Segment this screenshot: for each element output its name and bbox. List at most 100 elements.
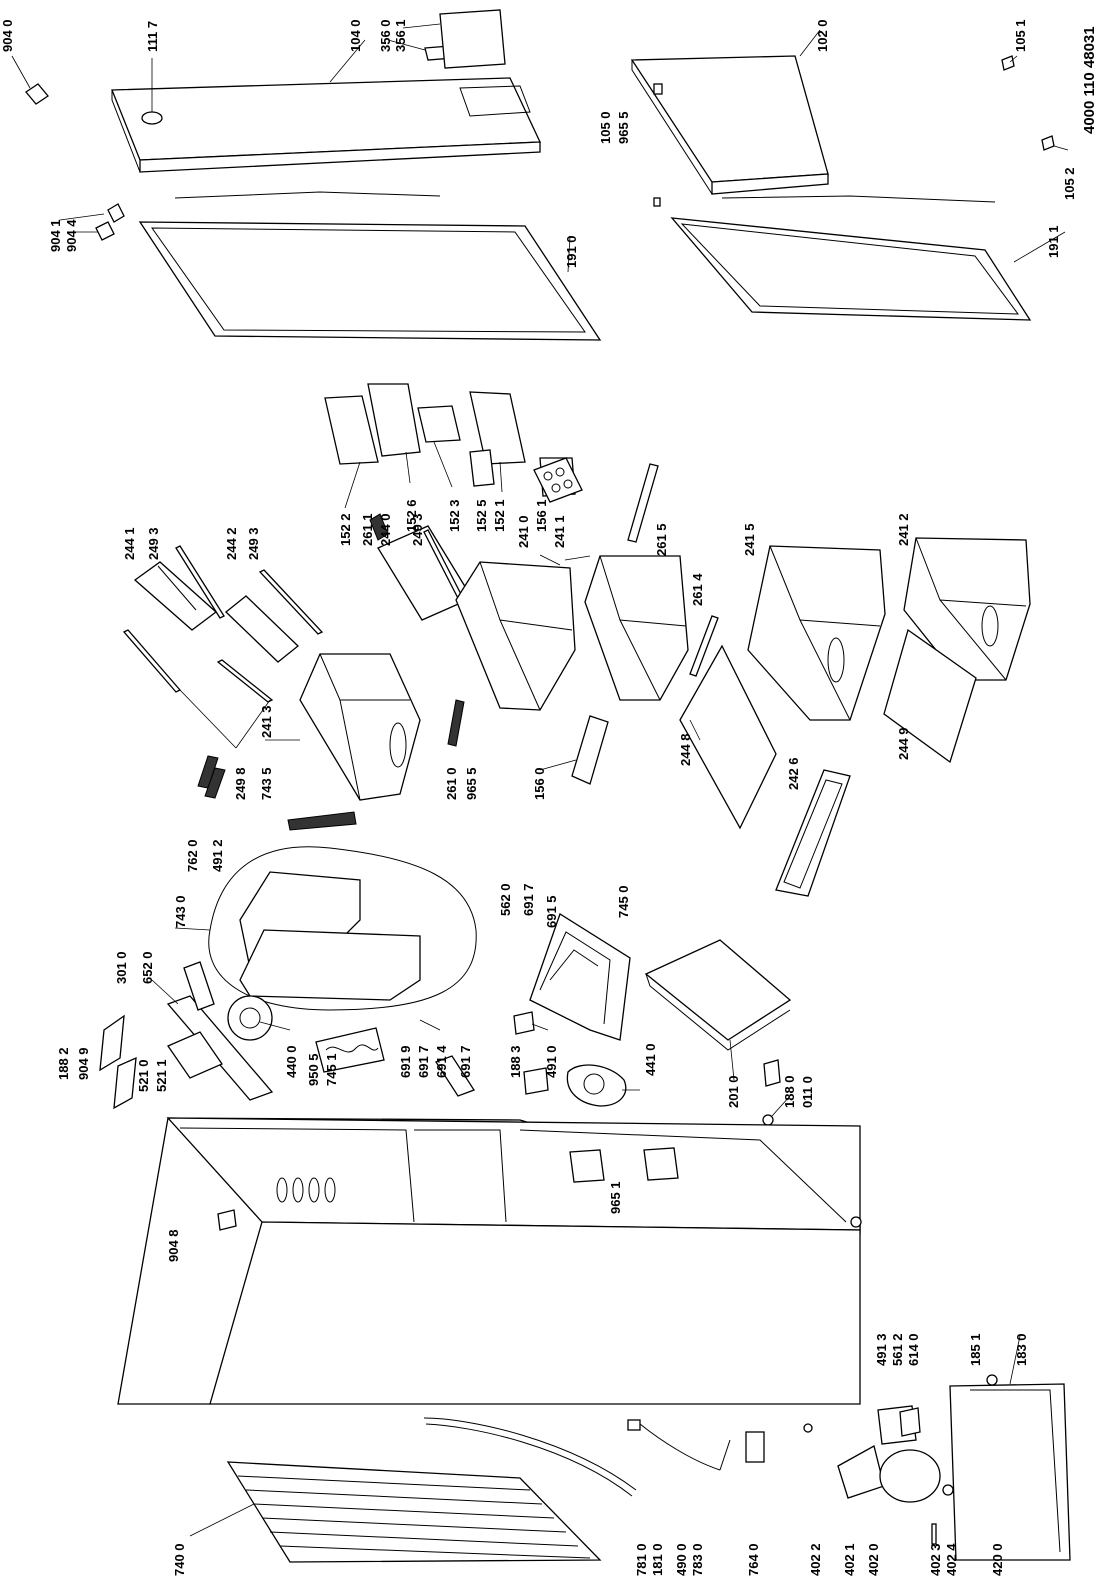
callout-label: 745 0 bbox=[616, 885, 631, 918]
callout-label: 261 4 bbox=[690, 573, 705, 606]
callout-label: 152 1 bbox=[492, 499, 507, 532]
callout-labels: 904 0 111 7 104 0 356 0 356 1 102 0 105 … bbox=[0, 19, 1077, 1576]
callout-label: 102 0 bbox=[815, 19, 830, 52]
callout-label: 244 0 bbox=[378, 513, 393, 546]
hinge-cover-part bbox=[11, 55, 49, 105]
callout-label: 965 5 bbox=[616, 111, 631, 144]
cabinet-part bbox=[117, 1117, 862, 1405]
callout-label: 191 0 bbox=[564, 235, 579, 268]
callout-label: 402 2 bbox=[808, 1543, 823, 1576]
lower-drawers-part bbox=[747, 537, 1031, 721]
callout-label: 244 1 bbox=[122, 527, 137, 560]
callout-label: 244 2 bbox=[224, 527, 239, 560]
door-bins-part bbox=[324, 383, 576, 509]
callout-label: 181 0 bbox=[650, 1543, 665, 1576]
display-board-part bbox=[387, 9, 506, 69]
callout-label: 261 1 bbox=[360, 513, 375, 546]
leveling-foot-part bbox=[762, 1059, 791, 1126]
callout-label: 402 0 bbox=[866, 1543, 881, 1576]
callout-label: 691 4 bbox=[434, 1045, 449, 1078]
callout-label: 743 5 bbox=[259, 767, 274, 800]
callout-label: 241 3 bbox=[259, 705, 274, 738]
callout-label: 965 5 bbox=[464, 767, 479, 800]
compressor-part bbox=[803, 1405, 1002, 1545]
callout-label: 904 1 bbox=[48, 219, 63, 252]
bottom-tray-part bbox=[775, 769, 851, 897]
callout-label: 356 1 bbox=[393, 19, 408, 52]
callout-label: 614 0 bbox=[906, 1333, 921, 1366]
callout-label: 521 1 bbox=[154, 1059, 169, 1092]
callout-label: 781 0 bbox=[634, 1543, 649, 1576]
callout-label: 491 2 bbox=[210, 839, 225, 872]
glass-shelves-part bbox=[122, 545, 324, 749]
callout-label: 783 0 bbox=[690, 1543, 705, 1576]
callout-label: 011 0 bbox=[800, 1076, 815, 1108]
bracket-small-parts bbox=[513, 1011, 549, 1095]
hinge-small-parts bbox=[653, 55, 1069, 207]
callout-label: 183 0 bbox=[1014, 1333, 1029, 1366]
callout-label: 261 0 bbox=[444, 767, 459, 800]
document-id: 4000 110 48031 bbox=[1081, 26, 1098, 134]
callout-label: 105 0 bbox=[598, 111, 613, 144]
callout-label: 188 2 bbox=[56, 1047, 71, 1080]
callout-label: 105 1 bbox=[1013, 19, 1028, 52]
callout-label: 301 0 bbox=[114, 951, 129, 984]
callout-label: 249 8 bbox=[233, 767, 248, 800]
compressor-base-part bbox=[949, 1335, 1071, 1561]
callout-label: 904 4 bbox=[64, 219, 79, 252]
callout-label: 691 7 bbox=[458, 1045, 473, 1078]
callout-label: 152 3 bbox=[447, 499, 462, 532]
callout-label: 152 6 bbox=[404, 499, 419, 532]
callout-label: 745 1 bbox=[324, 1053, 339, 1086]
callout-label: 562 0 bbox=[498, 883, 513, 916]
callout-label: 402 3 bbox=[928, 1543, 943, 1576]
filter-dryer-part bbox=[745, 1431, 765, 1463]
callout-label: 691 9 bbox=[398, 1045, 413, 1078]
evaporator-part bbox=[529, 913, 631, 1041]
fan-motor-part bbox=[227, 995, 291, 1041]
callout-label: 691 7 bbox=[416, 1045, 431, 1078]
callout-label: 420 0 bbox=[990, 1543, 1005, 1576]
callout-label: 743 0 bbox=[173, 895, 188, 928]
callout-label: 241 1 bbox=[552, 515, 567, 548]
upper-gasket-part bbox=[138, 221, 602, 341]
ice-tray-part bbox=[539, 715, 609, 785]
callout-label: 156 1 bbox=[534, 499, 549, 532]
callout-label: 491 0 bbox=[544, 1045, 559, 1078]
callout-label: 402 1 bbox=[842, 1543, 857, 1576]
callout-label: 440 0 bbox=[284, 1045, 299, 1078]
callout-label: 561 2 bbox=[890, 1333, 905, 1366]
condenser-part bbox=[189, 1461, 602, 1563]
callout-label: 201 0 bbox=[726, 1075, 741, 1108]
callout-label: 241 0 bbox=[516, 515, 531, 548]
callout-label: 244 8 bbox=[678, 733, 693, 766]
callout-label: 652 0 bbox=[140, 951, 155, 984]
drawer-rails-part bbox=[447, 463, 719, 747]
callout-label: 950 5 bbox=[306, 1053, 321, 1086]
callout-label: 441 0 bbox=[643, 1043, 658, 1076]
callout-label: 188 3 bbox=[508, 1045, 523, 1078]
air-duct-part bbox=[174, 846, 477, 1011]
egg-tray-part bbox=[533, 457, 583, 503]
callout-label: 904 9 bbox=[76, 1047, 91, 1080]
callout-label: 249 3 bbox=[146, 527, 161, 560]
callout-label: 191 1 bbox=[1046, 225, 1061, 258]
callout-label: 241 2 bbox=[896, 513, 911, 546]
fan-housing-part bbox=[566, 1064, 640, 1107]
lower-door-part bbox=[630, 29, 996, 203]
hinge-pieces-part bbox=[59, 203, 125, 241]
callout-label: 241 5 bbox=[742, 523, 757, 556]
heater-part bbox=[315, 1019, 475, 1097]
callout-label: 490 0 bbox=[674, 1543, 689, 1576]
callout-label: 249 3 bbox=[410, 513, 425, 546]
freezer-drawers-part bbox=[455, 554, 689, 711]
callout-label: 356 0 bbox=[378, 19, 393, 52]
callout-label: 105 2 bbox=[1062, 167, 1077, 200]
callout-label: 491 3 bbox=[874, 1333, 889, 1366]
callout-label: 762 0 bbox=[185, 839, 200, 872]
callout-label: 156 0 bbox=[532, 767, 547, 800]
callout-label: 691 7 bbox=[521, 883, 536, 916]
power-cord-part bbox=[627, 1419, 731, 1471]
crisper-drawer-part bbox=[265, 653, 421, 801]
callout-label: 904 8 bbox=[166, 1229, 181, 1262]
